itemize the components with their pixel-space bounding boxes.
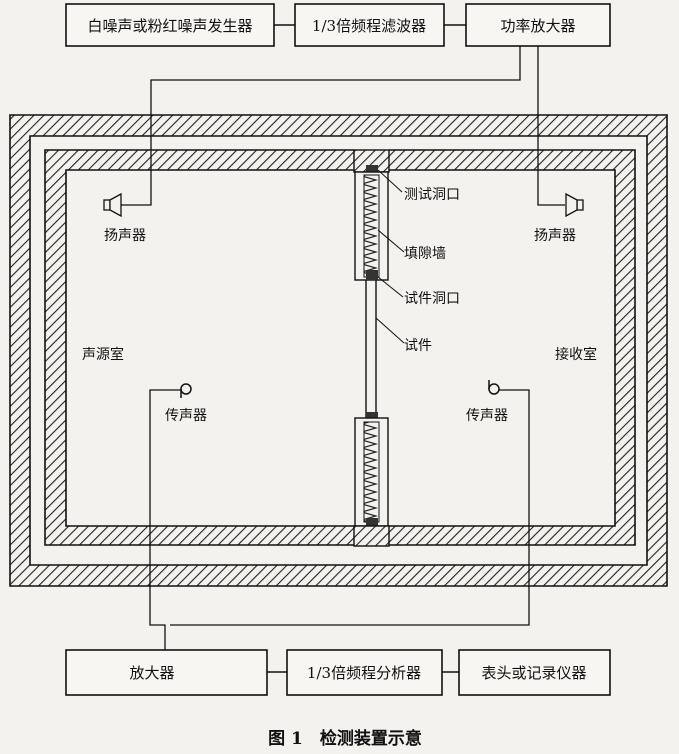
source-room-label: 声源室 [82, 346, 124, 363]
wiring [120, 46, 565, 650]
speaker-right-icon [565, 192, 584, 218]
receiving-room-label: 接收室 [555, 346, 597, 363]
noise-generator-label: 白噪声或粉红噪声发生器 [87, 17, 252, 35]
inner-wall [44, 149, 636, 546]
noise-generator-box [65, 3, 275, 47]
mic-left-icon [160, 383, 192, 398]
mic-right-label: 传声器 [466, 408, 508, 424]
power-amplifier-label: 功率放大器 [500, 17, 575, 35]
top-signal-chain: 白噪声或粉红噪声发生器 1/3倍频程滤波器 功率放大器 [65, 3, 611, 47]
speaker-right-label: 扬声器 [534, 228, 576, 244]
specimen-label: 试件 [404, 338, 432, 354]
outer-wall [9, 114, 668, 587]
speaker-left-label: 扬声器 [104, 228, 146, 244]
power-amplifier-box [465, 3, 611, 47]
analyzer-label: 1/3倍频程分析器 [307, 664, 421, 682]
recorder-label: 表头或记录仪器 [481, 664, 586, 682]
filter-box [294, 3, 445, 47]
speaker-left-icon [103, 192, 122, 218]
recorder-box [458, 649, 611, 696]
mic-left-label: 传声器 [165, 408, 207, 424]
bottom-signal-chain: 放大器 1/3倍频程分析器 表头或记录仪器 [65, 649, 611, 696]
label-leaders [375, 169, 405, 344]
filler-wall-label: 填隙墙 [404, 246, 446, 262]
partition-wall [353, 149, 390, 547]
test-opening-label: 测试洞口 [404, 187, 460, 203]
measuring-amplifier-label: 放大器 [129, 664, 174, 682]
filter-label: 1/3倍频程滤波器 [312, 17, 426, 35]
figure-caption: 图 1 检测装置示意 [268, 728, 422, 749]
specimen-opening-label: 试件洞口 [404, 291, 460, 307]
mic-right-icon [488, 380, 500, 395]
test-opening-bottom [353, 525, 390, 547]
